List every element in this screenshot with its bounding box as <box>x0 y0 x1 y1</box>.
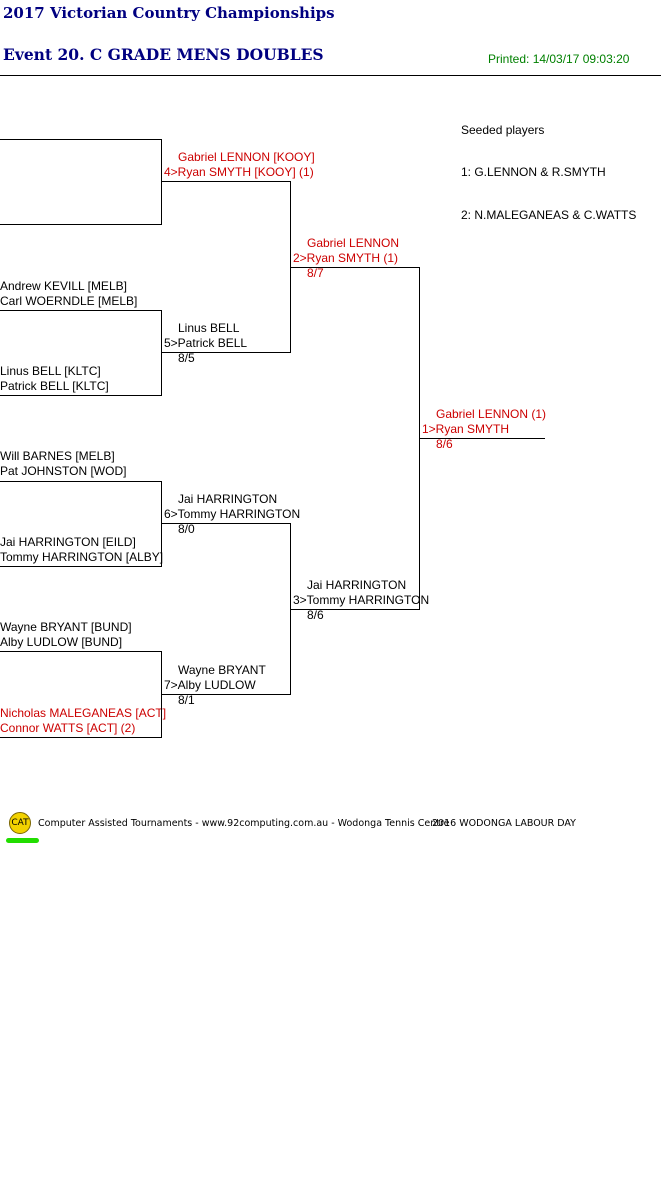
r1-player: Patrick BELL [KLTC] <box>0 379 109 393</box>
r3-player: 3>Tommy HARRINGTON <box>293 593 430 607</box>
r3-score: 8/6 <box>307 608 324 622</box>
bracket-line <box>0 481 162 482</box>
r1-player: Wayne BRYANT [BUND] <box>0 620 132 634</box>
header-divider <box>0 75 661 76</box>
bracket-line <box>0 737 162 738</box>
cat-logo: CAT <box>9 812 31 834</box>
bracket-line <box>161 523 291 524</box>
r1-player: Will BARNES [MELB] <box>0 449 115 463</box>
r3-player: 2>Ryan SMYTH (1) <box>293 251 399 265</box>
r1-player: Alby LUDLOW [BUND] <box>0 635 123 649</box>
r1-player: Tommy HARRINGTON [ALBY] <box>0 550 164 564</box>
seed-entry-2: 2: N.MALEGANEAS & C.WATTS <box>461 208 637 222</box>
final-player: 1>Ryan SMYTH <box>422 422 510 436</box>
bracket-line <box>290 609 420 610</box>
r3-player: Gabriel LENNON <box>307 236 400 250</box>
bracket-line <box>161 481 162 567</box>
r2-player: Jai HARRINGTON <box>178 492 278 506</box>
r1-player: Linus BELL [KLTC] <box>0 364 101 378</box>
bracket-line <box>0 395 162 396</box>
bracket-line <box>0 566 162 567</box>
footer-credit: Computer Assisted Tournaments - www.92co… <box>38 818 450 829</box>
footer-tournament: 2016 WODONGA LABOUR DAY <box>432 818 576 829</box>
event-title: Event 20. C GRADE MENS DOUBLES <box>3 45 324 64</box>
bracket-line <box>290 267 420 268</box>
bracket-line <box>0 310 162 311</box>
r2-score: 8/1 <box>178 693 195 707</box>
bracket-line <box>161 310 162 396</box>
final-score: 8/6 <box>436 437 453 451</box>
r1-player: Jai HARRINGTON [EILD] <box>0 535 136 549</box>
r3-score: 8/7 <box>307 266 324 280</box>
r1-player: Pat JOHNSTON [WOD] <box>0 464 127 478</box>
bracket-line <box>0 139 162 140</box>
bracket-line <box>161 181 291 182</box>
bracket-line <box>161 352 291 353</box>
r2-player: 6>Tommy HARRINGTON <box>164 507 301 521</box>
bracket-line <box>419 438 545 439</box>
seed-entry-1: 1: G.LENNON & R.SMYTH <box>461 165 606 179</box>
tournament-title: 2017 Victorian Country Championships <box>3 4 335 22</box>
r2-score: 8/5 <box>178 351 195 365</box>
r2-score: 8/0 <box>178 522 195 536</box>
r2-player: 5>Patrick BELL <box>164 336 248 350</box>
final-player: Gabriel LENNON (1) <box>436 407 547 421</box>
bracket-line <box>161 694 291 695</box>
printed-timestamp: Printed: 14/03/17 09:03:20 <box>488 52 630 66</box>
bracket-line <box>161 139 162 225</box>
r2-player: Linus BELL <box>178 321 240 335</box>
r1-player: Nicholas MALEGANEAS [ACT] <box>0 706 167 720</box>
r2-player: 4>Ryan SMYTH [KOOY] (1) <box>164 165 314 179</box>
r2-player: 7>Alby LUDLOW <box>164 678 256 692</box>
seeded-players-heading: Seeded players <box>461 123 545 137</box>
logo-swoosh <box>6 838 39 843</box>
r1-player: Connor WATTS [ACT] (2) <box>0 721 136 735</box>
r1-player: Andrew KEVILL [MELB] <box>0 279 127 293</box>
bracket-line <box>0 651 162 652</box>
r1-player: Carl WOERNDLE [MELB] <box>0 294 138 308</box>
bracket-line <box>0 224 162 225</box>
r2-player: Wayne BRYANT <box>178 663 266 677</box>
r3-player: Jai HARRINGTON <box>307 578 407 592</box>
r2-player: Gabriel LENNON [KOOY] <box>178 150 315 164</box>
